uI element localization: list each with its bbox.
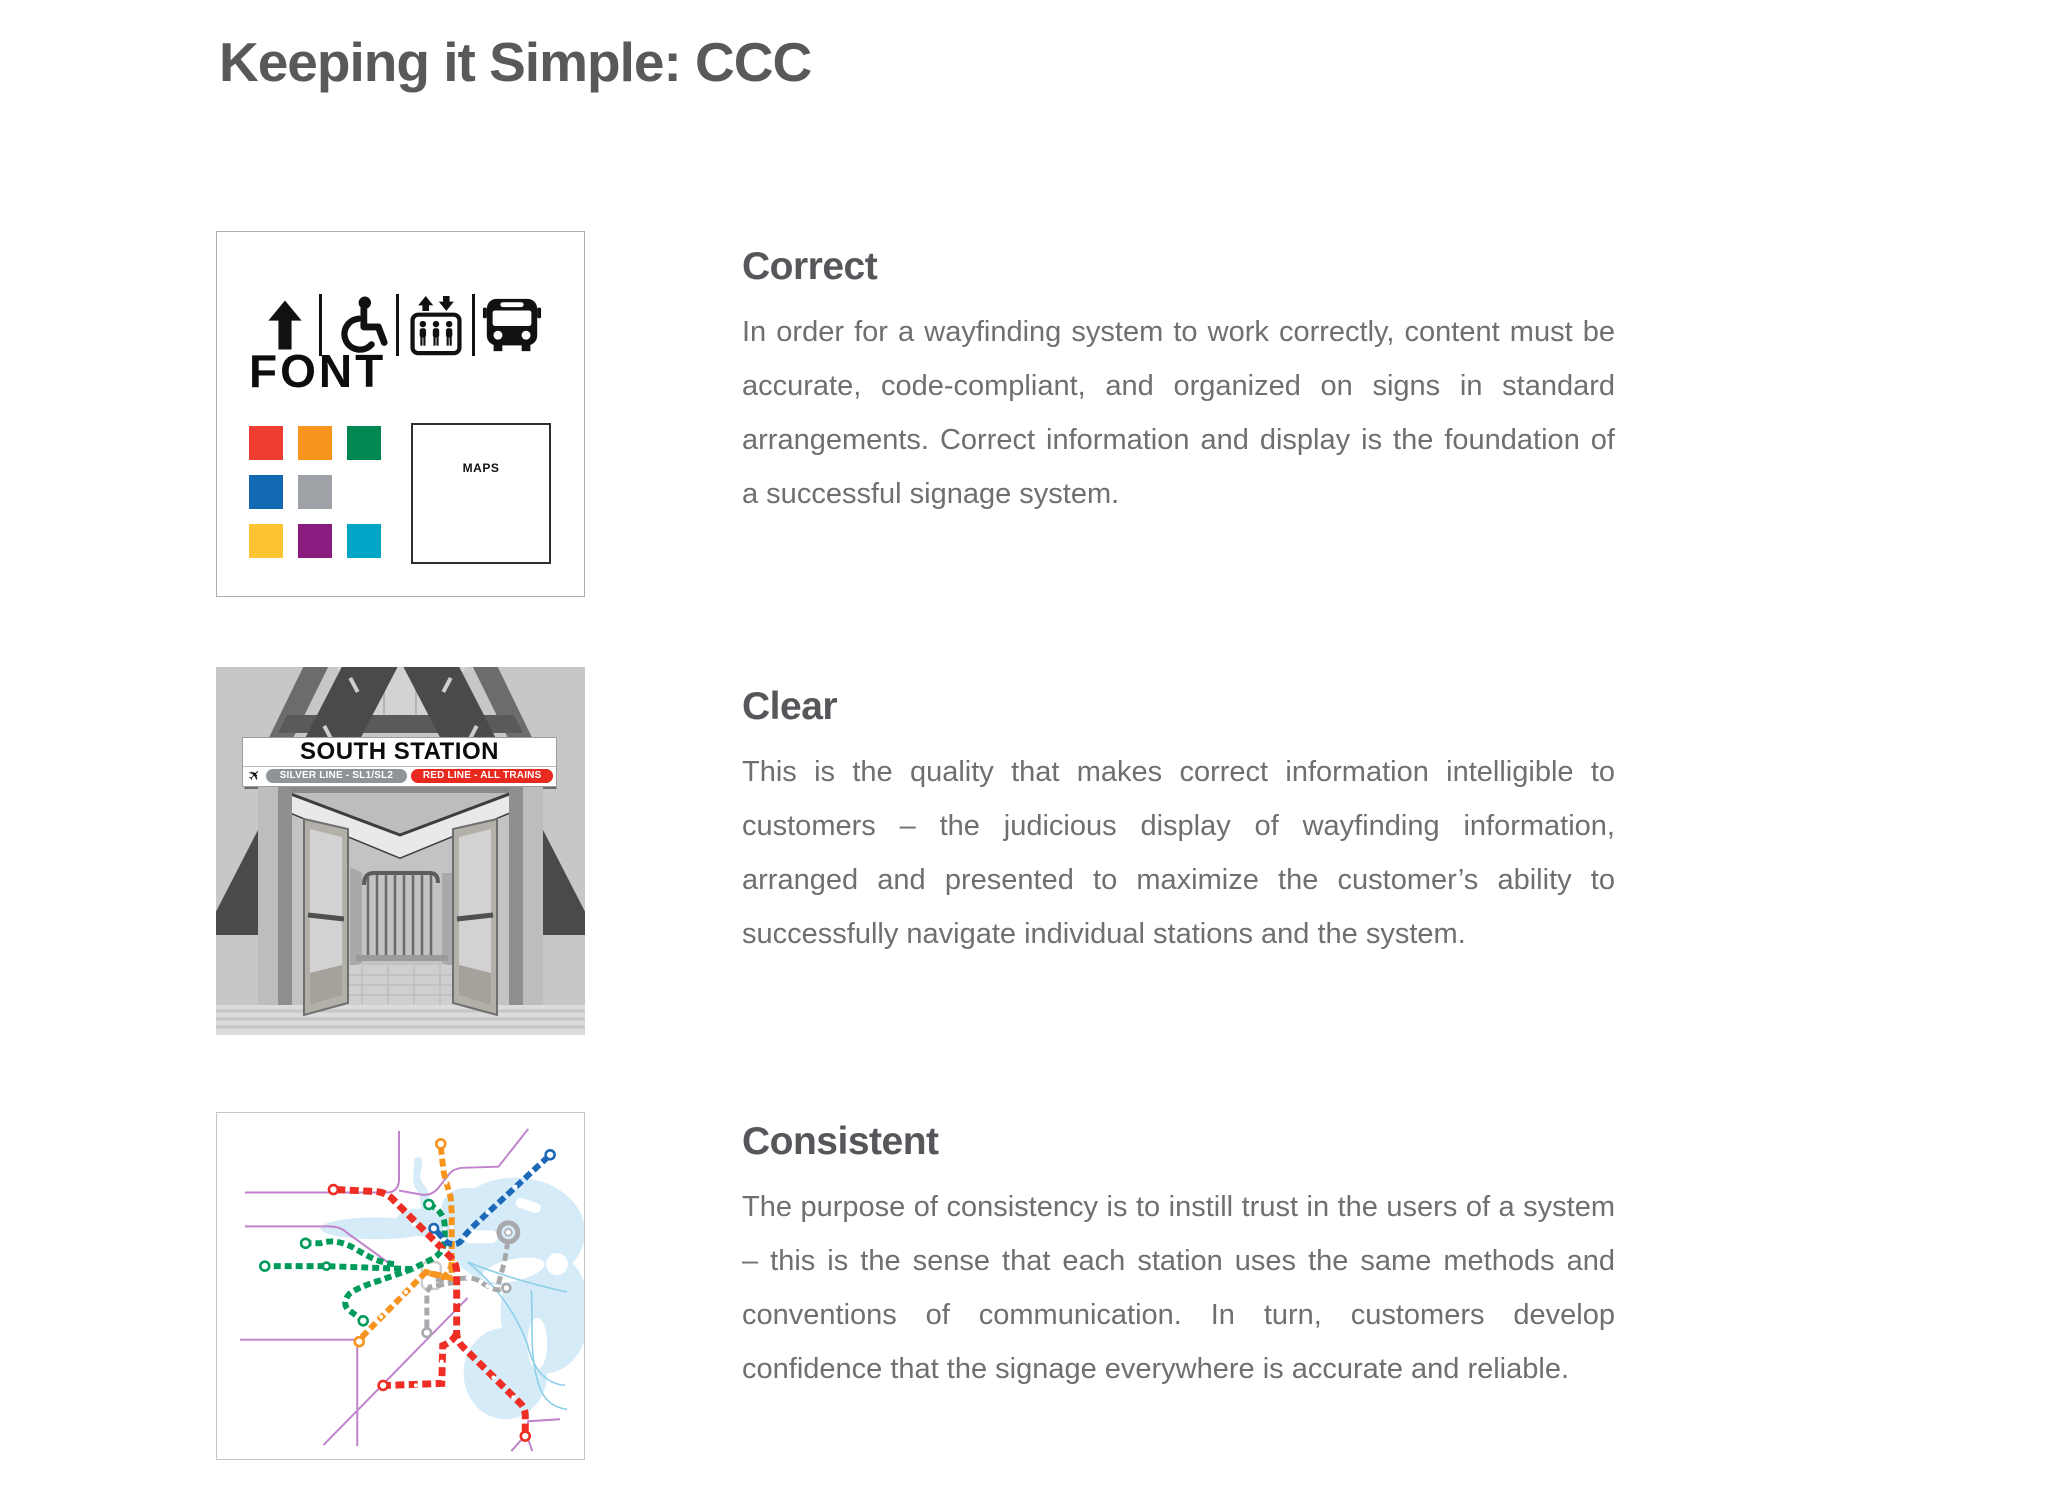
- station-entrance-photo: SOUTH STATION ✈ SILVER LINE - SL1/SL2 RE…: [216, 667, 585, 1035]
- color-swatch: [347, 524, 381, 558]
- maps-placeholder-box: MAPS: [411, 423, 551, 564]
- section-clear: Clear This is the quality that makes cor…: [742, 685, 1615, 961]
- pictogram-row: [257, 290, 543, 360]
- section-body: This is the quality that makes correct i…: [742, 756, 1615, 950]
- map-land-cutouts: [463, 1198, 569, 1370]
- section-body: The purpose of consistency is to instill…: [742, 1191, 1615, 1385]
- up-arrow-icon: [257, 293, 313, 357]
- section-consistent: Consistent The purpose of consistency is…: [742, 1120, 1615, 1396]
- section-heading: Correct: [742, 245, 878, 288]
- transit-map-card: [216, 1112, 590, 1460]
- color-swatch: [298, 475, 332, 509]
- page-title: Keeping it Simple: CCC: [219, 31, 812, 93]
- green-line: [259, 1198, 448, 1327]
- divider: [319, 294, 323, 356]
- bus-icon: [481, 293, 543, 357]
- signage-standards-card: FONT MAPS: [216, 231, 585, 597]
- font-specimen-label: FONT: [249, 345, 387, 397]
- color-palette: [249, 426, 381, 558]
- right-door: [452, 817, 498, 1017]
- color-swatch: [249, 475, 283, 509]
- maps-label: MAPS: [462, 460, 500, 475]
- wheelchair-icon: [328, 293, 390, 357]
- station-name: SOUTH STATION: [243, 738, 556, 767]
- commuter-rail-lines: [239, 1128, 561, 1452]
- silver-line: [420, 1220, 521, 1339]
- section-heading: Clear: [742, 685, 838, 728]
- elevator-icon: [406, 293, 466, 357]
- divider: [471, 294, 475, 356]
- red-line: [327, 1183, 532, 1442]
- color-swatch: [249, 426, 283, 460]
- left-door: [303, 817, 349, 1017]
- ferry-lines: [467, 1261, 568, 1411]
- section-correct: Correct In order for a wayfinding system…: [742, 245, 1615, 521]
- airplane-icon: ✈: [244, 765, 266, 787]
- blue-line: [428, 1148, 556, 1248]
- red-line-badge: RED LINE - ALL TRAINS: [411, 769, 554, 783]
- color-swatch: [298, 524, 332, 558]
- orange-line: [353, 1138, 455, 1348]
- line-badges-row: ✈ SILVER LINE - SL1/SL2 RED LINE - ALL T…: [243, 765, 556, 787]
- station-photo-illustration: [216, 667, 585, 1035]
- section-body: In order for a wayfinding system to work…: [742, 316, 1615, 510]
- section-heading: Consistent: [742, 1120, 939, 1163]
- transit-map-illustration: [217, 1113, 590, 1459]
- color-swatch: [298, 426, 332, 460]
- divider: [396, 294, 400, 356]
- silver-line-badge: SILVER LINE - SL1/SL2: [265, 769, 408, 783]
- color-swatch: [249, 524, 283, 558]
- station-sign: SOUTH STATION ✈ SILVER LINE - SL1/SL2 RE…: [242, 737, 557, 787]
- color-swatch: [347, 426, 381, 460]
